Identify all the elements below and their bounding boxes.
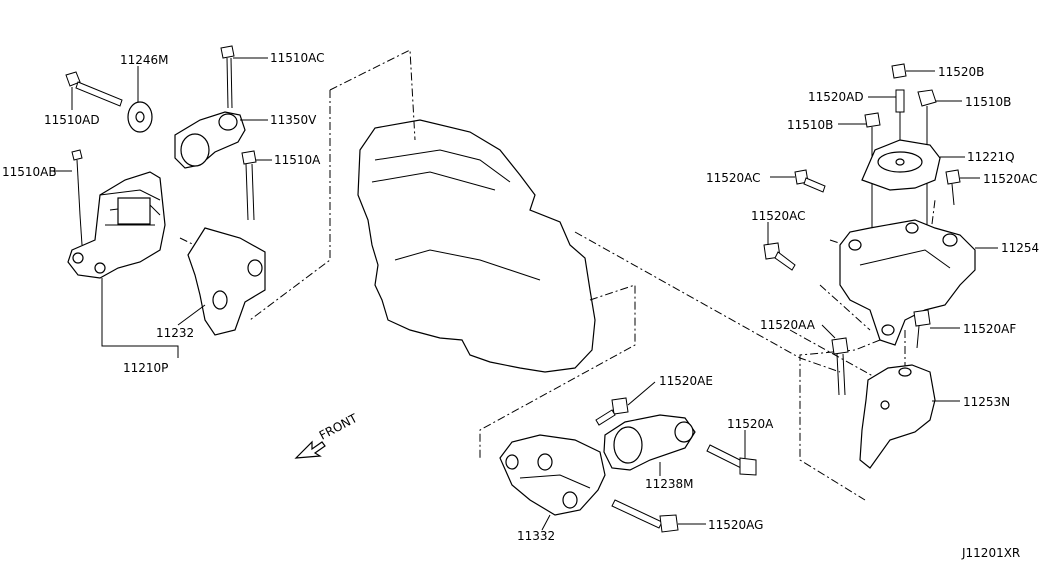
bolt-11520AC-r2 [945, 169, 961, 206]
label-11520AF: 11520AF [963, 322, 1016, 336]
label-11510AC: 11510AC [270, 51, 325, 65]
front-arrow-icon [294, 440, 326, 459]
bolt-11510AD [65, 71, 123, 107]
label-11510B-right: 11510B [965, 95, 1011, 109]
insulator-11221Q [861, 139, 941, 191]
bolt-11510A [241, 150, 257, 221]
label-11520AE: 11520AE [659, 374, 713, 388]
washer-11246M [127, 101, 153, 133]
label-11510B-left: 11510B [787, 118, 833, 132]
bolt-11510AB [71, 149, 83, 246]
label-11246M: 11246M [120, 53, 169, 67]
engine-outline [357, 119, 596, 373]
bolt-11520AE [595, 397, 629, 426]
label-11254: 11254 [1001, 241, 1039, 255]
label-11520A: 11520A [727, 417, 774, 431]
link-11238M [603, 414, 696, 471]
bolt-11520A [706, 444, 757, 476]
bolt-11520AA [831, 337, 849, 396]
label-11520AC-r3: 11520AC [751, 209, 806, 223]
bolt-11520AG [611, 499, 679, 533]
label-11520AC-r2: 11520AC [983, 172, 1038, 186]
bracket-11232 [187, 227, 266, 336]
label-11232: 11232 [156, 326, 194, 340]
label-11253N: 11253N [963, 395, 1010, 409]
bracket-11253N [859, 364, 936, 469]
label-11350V: 11350V [270, 113, 317, 127]
label-11520AG: 11520AG [708, 518, 763, 532]
nut-11520B [891, 63, 907, 79]
diagram-id: J11201XR [961, 546, 1020, 560]
bolt-11520AF [913, 309, 931, 349]
mount-11210P [67, 171, 166, 279]
label-11332: 11332 [517, 529, 555, 543]
bolt-11520AC-r1 [794, 169, 826, 193]
label-11510A: 11510A [274, 153, 321, 167]
label-11520AA: 11520AA [760, 318, 816, 332]
mount-11350V [174, 111, 246, 169]
bracket-11332 [499, 434, 606, 516]
bolt-11520AC-r3 [763, 242, 796, 271]
stud-11520AD [895, 89, 905, 150]
label-11210P: 11210P [123, 361, 168, 375]
label-11510AD: 11510AD [44, 113, 100, 127]
bolt-11510AC [220, 45, 235, 109]
label-11238M: 11238M [645, 477, 694, 491]
label-11520AC-r1: 11520AC [706, 171, 761, 185]
label-11221Q: 11221Q [967, 150, 1015, 164]
bracket-11254 [839, 219, 976, 346]
leader-lines [50, 57, 998, 531]
label-11520B: 11520B [938, 65, 984, 79]
label-11520AD: 11520AD [808, 90, 864, 104]
front-label: FRONT [317, 411, 360, 443]
label-11510AB: 11510AB [2, 165, 57, 179]
